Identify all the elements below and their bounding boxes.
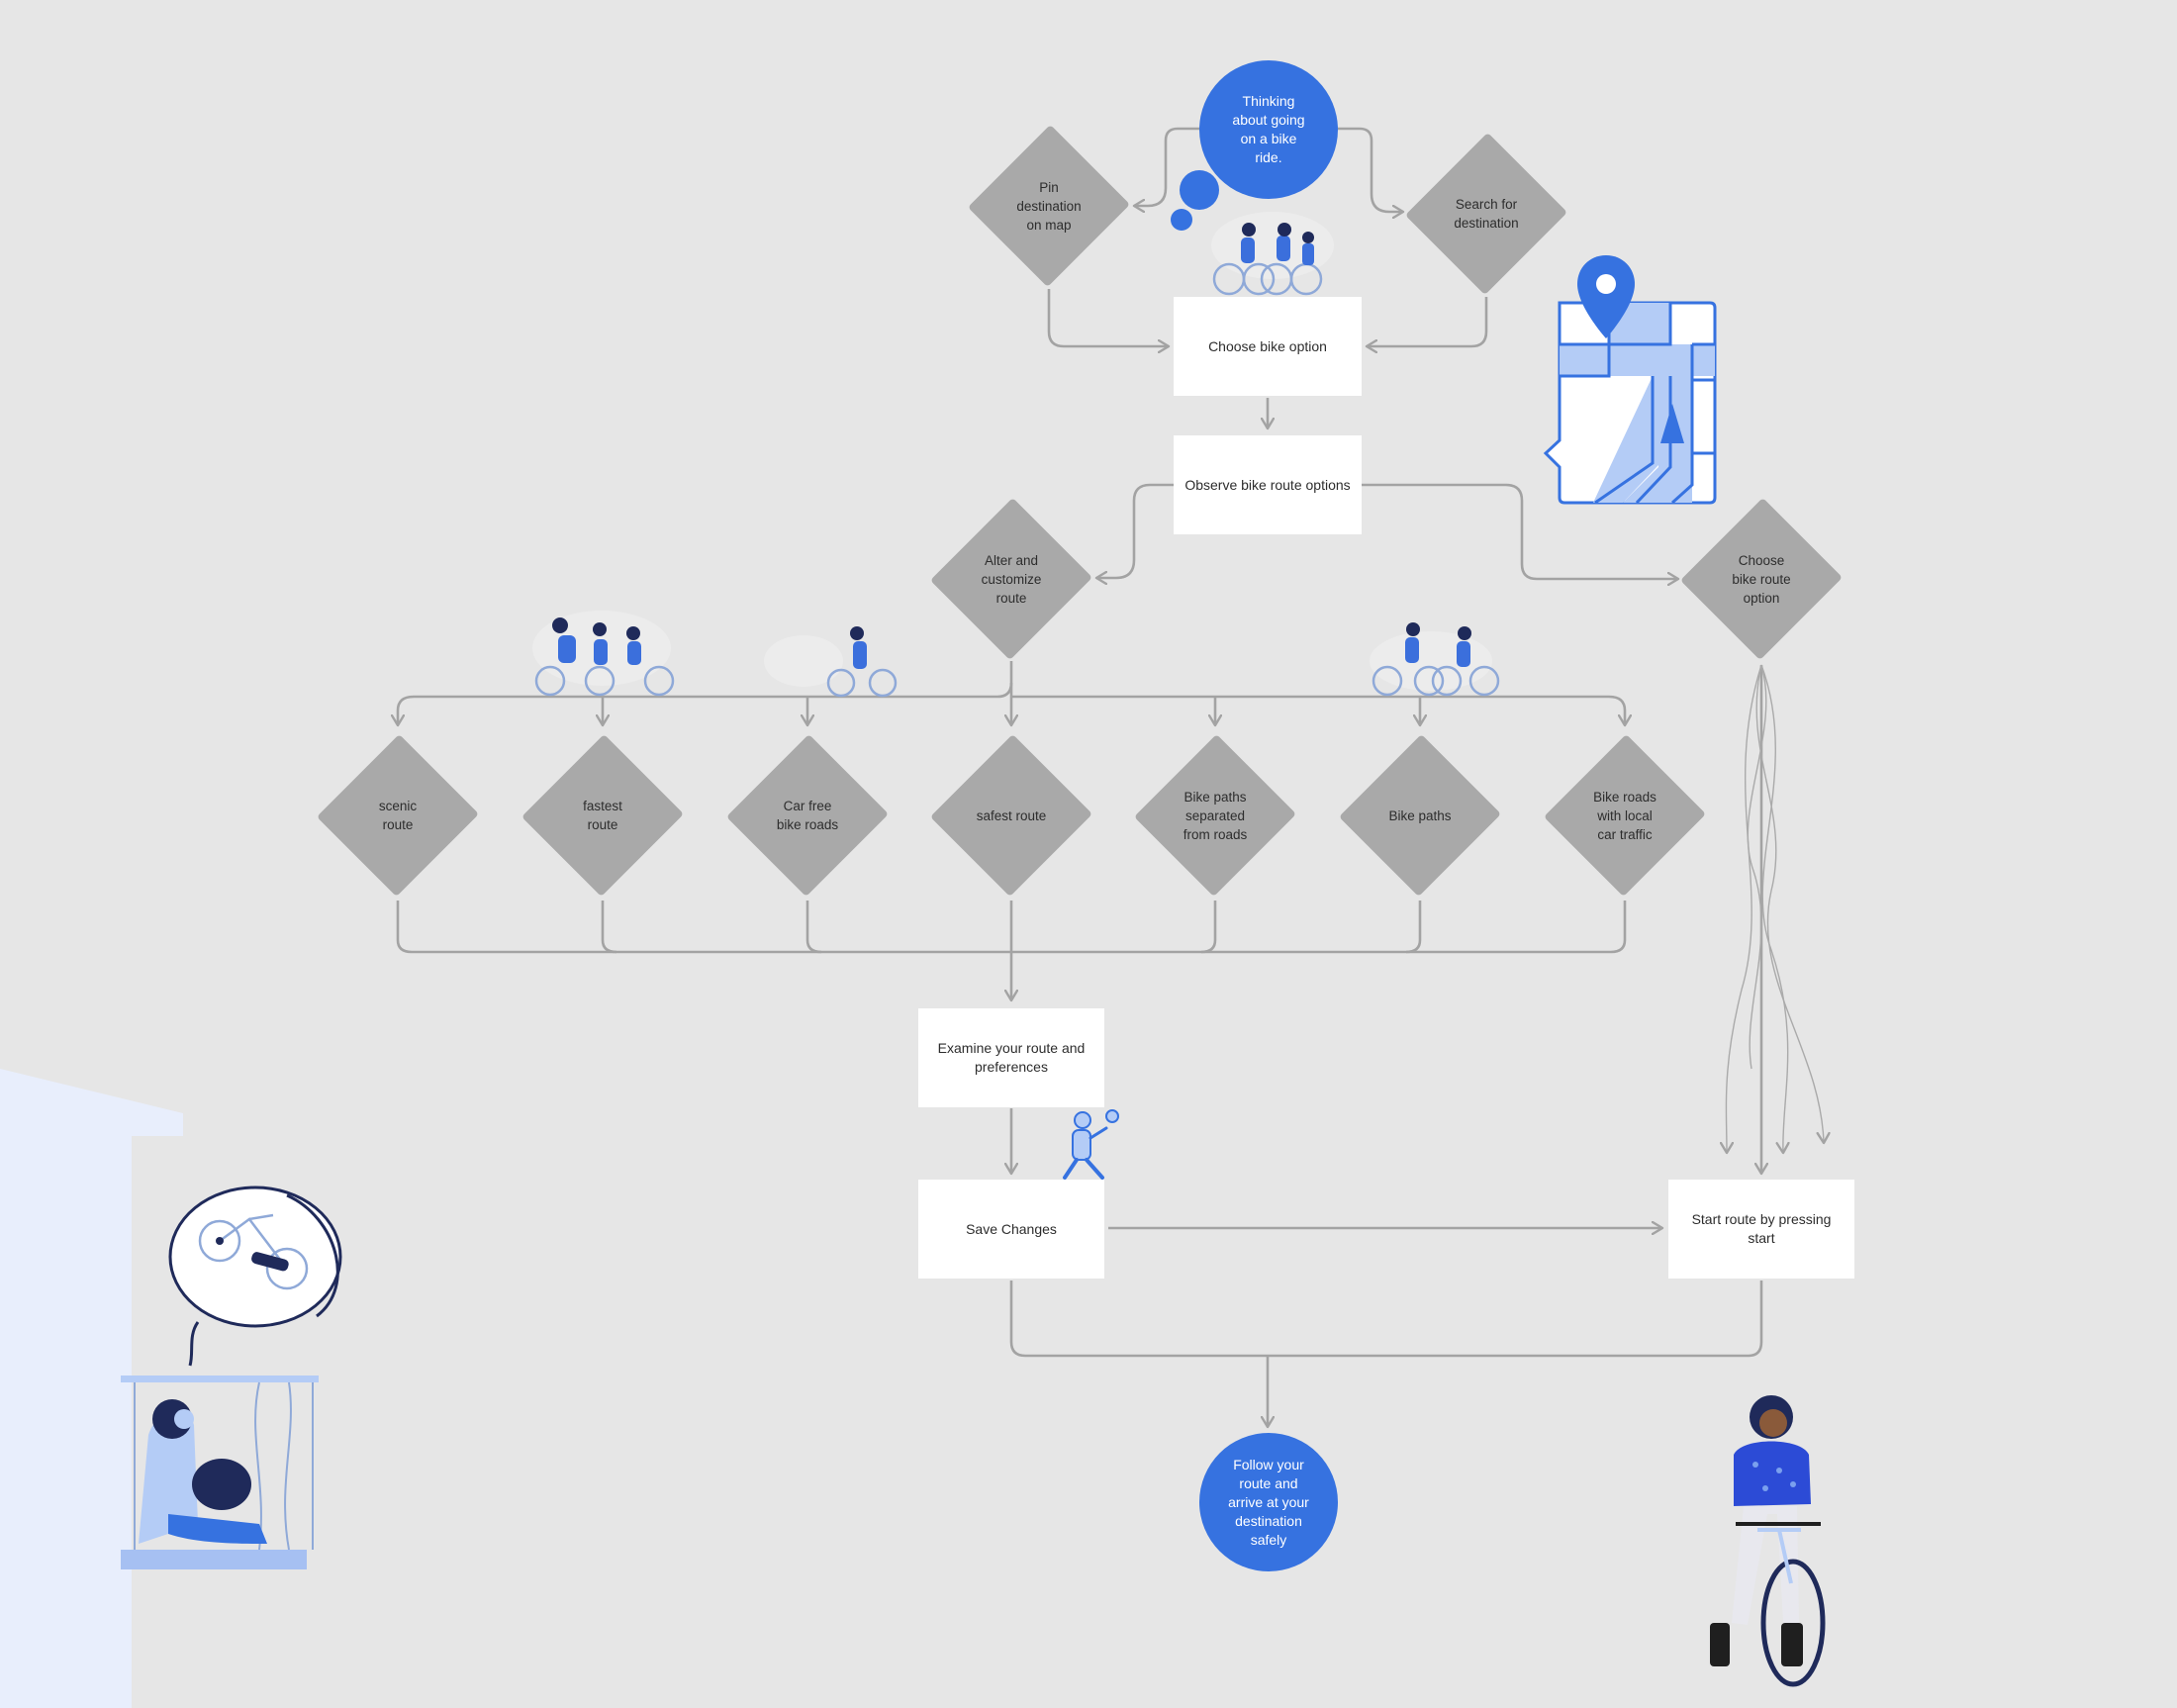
- connector-pin-to-choose: [1047, 289, 1169, 346]
- building-backdrop: [0, 1069, 183, 1708]
- separated-paths-node[interactable]: Bike paths separated from roads: [1133, 732, 1297, 899]
- map-location-pin-icon: [1543, 255, 1717, 505]
- safest-route-node[interactable]: safest route: [929, 732, 1093, 899]
- bike-paths-node[interactable]: Bike paths: [1338, 732, 1502, 899]
- start-node[interactable]: Thinking about going on a bike ride.: [1199, 60, 1338, 199]
- thought-dot-large: [1180, 170, 1219, 210]
- examine-route-node[interactable]: Examine your route and preferences: [918, 1008, 1104, 1107]
- choose-bike-option-node[interactable]: Choose bike option: [1174, 297, 1362, 396]
- connector-save-merge: [1009, 1281, 1763, 1358]
- node-label: Bike roads with local car traffic: [1593, 789, 1656, 842]
- node-label: Car free bike roads: [776, 799, 839, 832]
- tandem-cyclists-illustration: [532, 611, 675, 697]
- woman-on-balcony-illustration: [121, 1376, 319, 1569]
- scenic-route-node[interactable]: scenic route: [316, 732, 480, 899]
- connector-start-to-search: [1338, 127, 1403, 212]
- search-destination-node[interactable]: Search for destination: [1404, 131, 1568, 297]
- save-changes-node[interactable]: Save Changes: [918, 1180, 1104, 1279]
- two-cyclists-illustration: [1370, 622, 1500, 697]
- node-label: Alter and customize route: [981, 552, 1042, 606]
- pin-destination-node[interactable]: Pin destination on map: [967, 123, 1131, 289]
- node-label: Pin destination on map: [1016, 179, 1082, 233]
- node-label: fastest route: [583, 799, 622, 832]
- start-route-node[interactable]: Start route by pressing start: [1668, 1180, 1854, 1279]
- connector-observe-to-choose-route: [1362, 483, 1678, 579]
- node-label: Search for destination: [1454, 197, 1519, 231]
- choose-route-option-node[interactable]: Choose bike route option: [1679, 496, 1844, 662]
- local-traffic-roads-node[interactable]: Bike roads with local car traffic: [1543, 732, 1707, 899]
- connector-search-to-choose: [1367, 297, 1488, 346]
- node-label: Bike paths: [1388, 807, 1452, 823]
- observe-route-options-node[interactable]: Observe bike route options: [1174, 435, 1362, 534]
- node-label: safest route: [976, 807, 1047, 823]
- car-free-roads-node[interactable]: Car free bike roads: [725, 732, 890, 899]
- thought-dot-small: [1171, 209, 1192, 231]
- decorative-strands: [1726, 664, 1824, 1153]
- three-cyclists-illustration: [1211, 212, 1334, 296]
- end-node[interactable]: Follow your route and arrive at your des…: [1199, 1433, 1338, 1571]
- alter-customize-route-node[interactable]: Alter and customize route: [929, 496, 1093, 662]
- fastest-route-node[interactable]: fastest route: [521, 732, 685, 899]
- solo-cyclist-illustration: [764, 626, 898, 698]
- node-label: Choose bike route option: [1732, 552, 1791, 606]
- connector-alter-branch: [398, 661, 1013, 725]
- connector-observe-to-alter: [1096, 483, 1174, 578]
- node-label: scenic route: [378, 799, 418, 832]
- node-label: Bike paths separated from roads: [1183, 789, 1248, 842]
- connector-start-to-pin: [1134, 127, 1199, 206]
- thought-bubble-bike-illustration: [168, 1186, 342, 1367]
- woman-with-bicycle-illustration: [1710, 1395, 1826, 1687]
- walking-person-illustration: [1063, 1109, 1119, 1180]
